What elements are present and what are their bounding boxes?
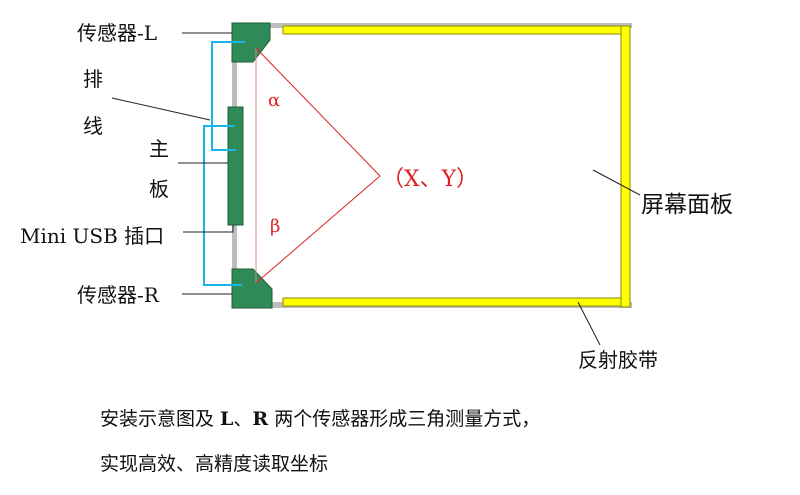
cable-label-1: 排 <box>83 67 103 91</box>
reflective-tape <box>282 25 631 308</box>
leader-lines <box>111 32 641 346</box>
alpha-label: α <box>268 90 280 111</box>
sensor-l-label: 传感器-L <box>77 21 157 45</box>
caption-line-1: 安装示意图及 L、R 两个传感器形成三角测量方式， <box>100 408 540 430</box>
screen-panel-label: 屏幕面板 <box>641 192 733 218</box>
cable-label-2: 线 <box>83 114 103 138</box>
reflective-tape-label: 反射胶带 <box>578 348 658 372</box>
board-label-1: 主 <box>149 137 169 161</box>
sensor-r <box>231 268 273 309</box>
cable <box>203 41 245 286</box>
triangulation-lines <box>255 47 381 284</box>
caption-line-2: 实现高效、高精度读取坐标 <box>100 453 328 475</box>
main-board <box>227 106 244 226</box>
beta-label: β <box>270 216 280 237</box>
usb-label: Mini USB 插口 <box>20 224 164 248</box>
board-label-2: 板 <box>149 177 169 201</box>
touch-point-label: （X、Y） <box>382 167 478 192</box>
sensor-r-label: 传感器-R <box>77 283 160 307</box>
